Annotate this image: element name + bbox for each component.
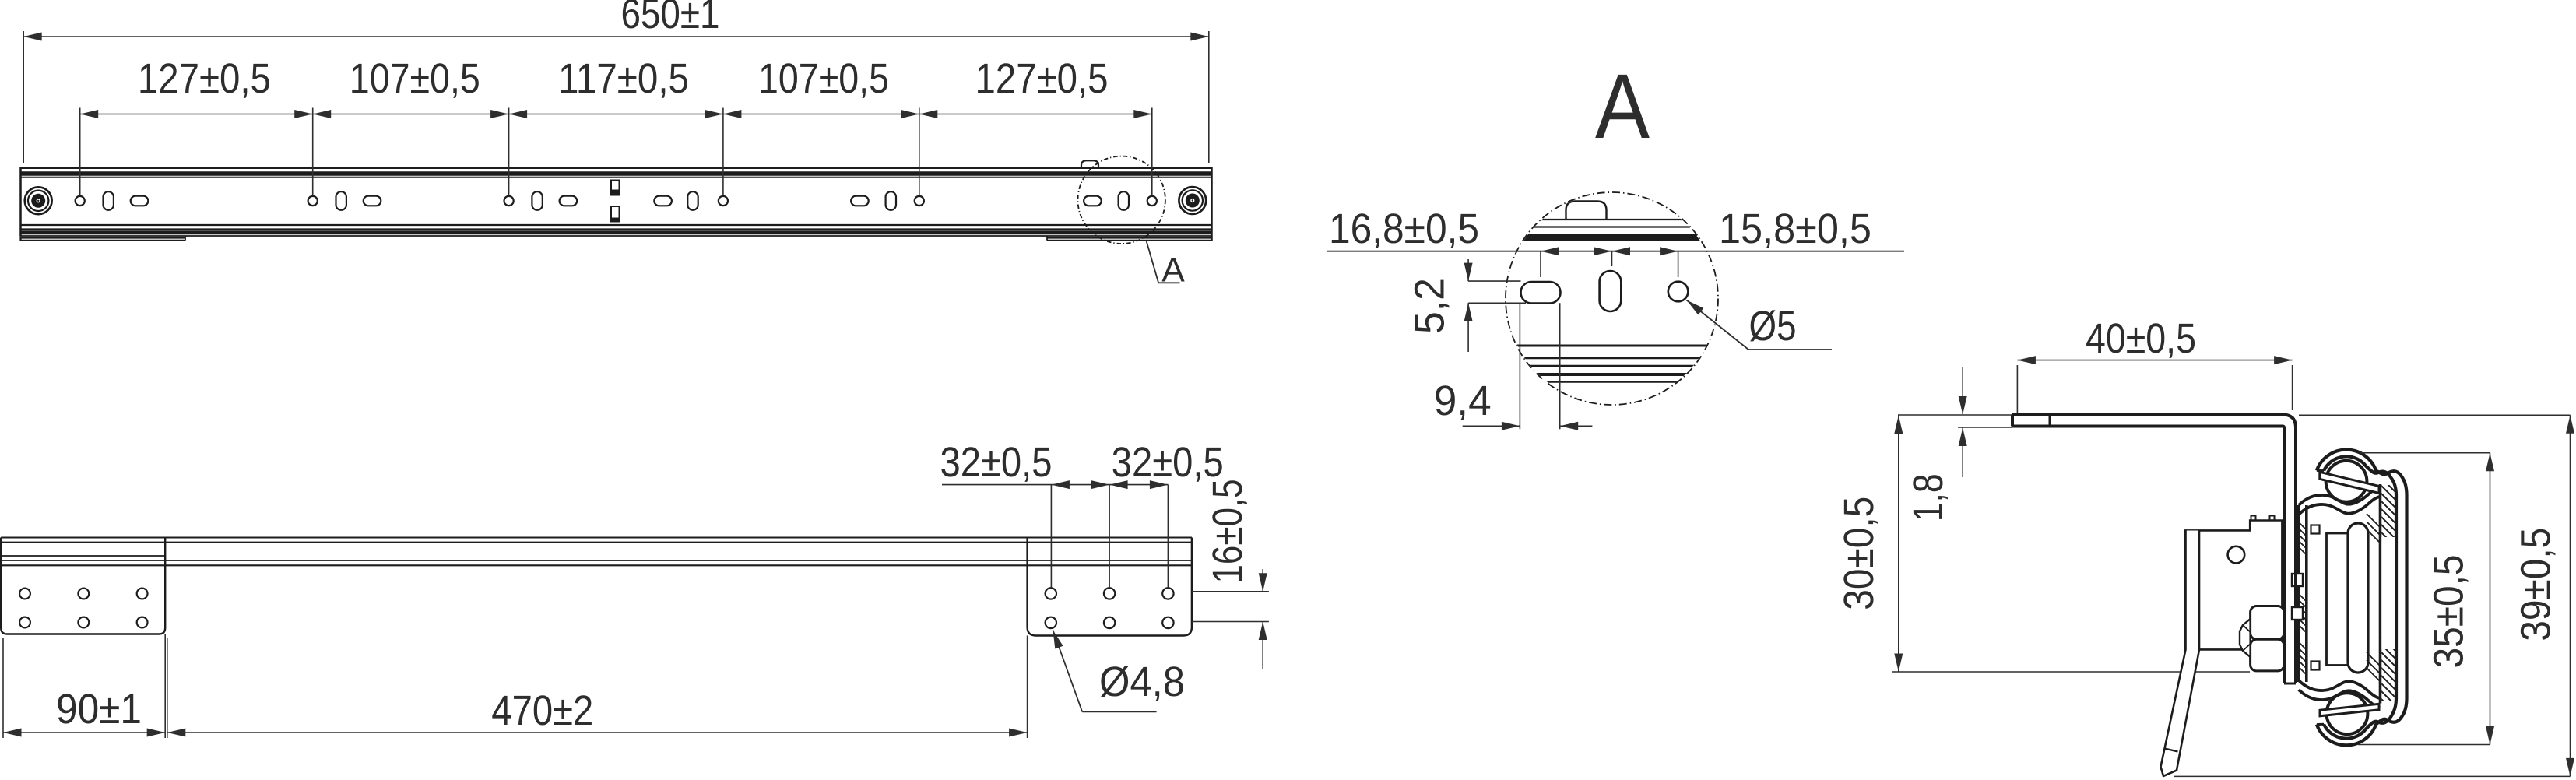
svg-text:16±0,5: 16±0,5 bbox=[1204, 480, 1251, 584]
svg-text:32±0,5: 32±0,5 bbox=[940, 439, 1053, 486]
svg-text:35±0,5: 35±0,5 bbox=[2426, 555, 2472, 669]
svg-text:40±0,5: 40±0,5 bbox=[2086, 315, 2196, 362]
svg-text:32±0,5: 32±0,5 bbox=[1112, 439, 1224, 486]
svg-text:470±2: 470±2 bbox=[491, 687, 593, 734]
svg-text:107±0,5: 107±0,5 bbox=[350, 55, 480, 102]
svg-text:Ø4,8: Ø4,8 bbox=[1099, 659, 1185, 705]
svg-text:Ø5: Ø5 bbox=[1749, 303, 1797, 350]
svg-text:16,8±0,5: 16,8±0,5 bbox=[1329, 206, 1479, 252]
svg-text:30±0,5: 30±0,5 bbox=[1836, 497, 1882, 610]
svg-text:5,2: 5,2 bbox=[1407, 278, 1453, 334]
svg-text:39±0,5: 39±0,5 bbox=[2513, 528, 2560, 641]
svg-text:1,8: 1,8 bbox=[1905, 473, 1952, 522]
svg-text:9,4: 9,4 bbox=[1434, 378, 1492, 424]
svg-text:A: A bbox=[1161, 251, 1185, 290]
svg-text:127±0,5: 127±0,5 bbox=[975, 55, 1109, 102]
svg-text:127±0,5: 127±0,5 bbox=[138, 55, 271, 102]
svg-text:107±0,5: 107±0,5 bbox=[758, 55, 889, 102]
svg-text:15,8±0,5: 15,8±0,5 bbox=[1719, 206, 1871, 252]
svg-text:A: A bbox=[1595, 55, 1650, 158]
svg-text:90±1: 90±1 bbox=[56, 686, 142, 733]
svg-text:117±0,5: 117±0,5 bbox=[558, 55, 689, 102]
svg-text:650±1: 650±1 bbox=[621, 0, 720, 37]
